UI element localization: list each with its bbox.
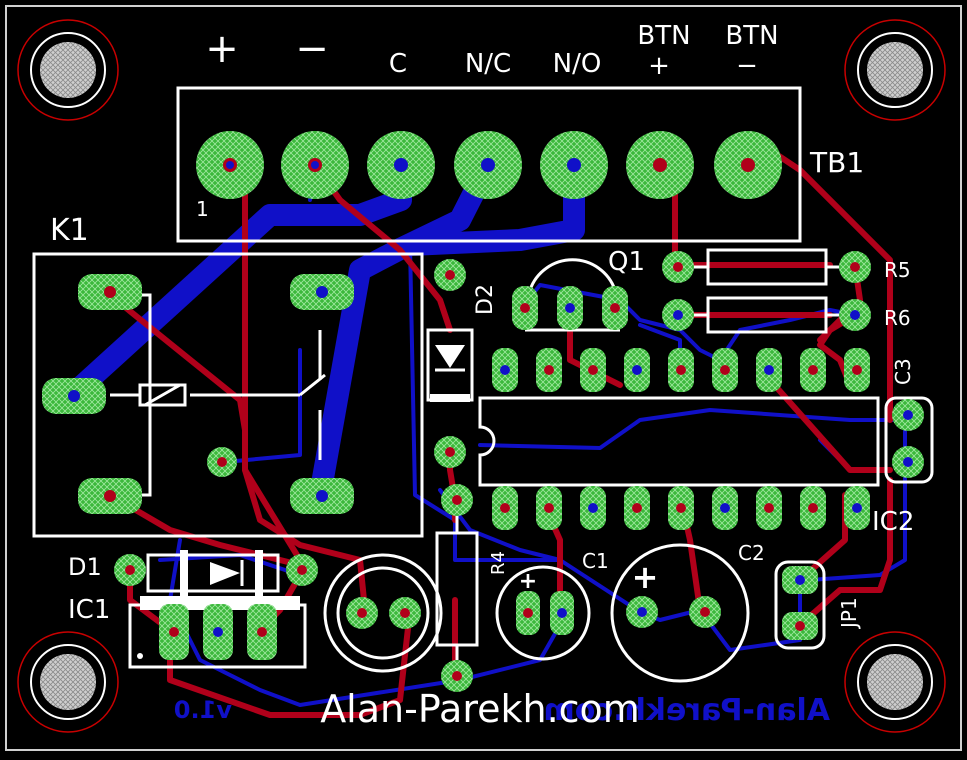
transistor-q1-designator: Q1: [608, 247, 645, 277]
resistor-r5-designator: R5: [884, 258, 911, 282]
transistor-q1: [512, 258, 628, 332]
diode-d1: [114, 550, 318, 596]
ic2-pin: [668, 348, 694, 392]
ic2-pin: [712, 348, 738, 392]
capacitor-c2-plus: +: [632, 558, 659, 596]
resistor-r6: [662, 296, 871, 334]
tb-label-btn-plus: BTN: [637, 21, 690, 51]
capacitor-c3: [884, 396, 934, 484]
resistor-r6-designator: R6: [884, 306, 911, 330]
relay-pads: [42, 274, 354, 514]
resistor-r4-designator: R4: [488, 551, 509, 575]
ic2-pin: [536, 348, 562, 392]
tb-label-nc: N/C: [465, 49, 511, 79]
tb-sublabel-plus: +: [648, 51, 670, 81]
ic2-pin: [756, 486, 782, 530]
tb-pin1-label: 1: [196, 197, 209, 221]
ic2-pin: [800, 348, 826, 392]
tb-label-plus: +: [205, 26, 239, 72]
relay-designator: K1: [50, 213, 89, 248]
mounting-holes: [17, 19, 946, 733]
capacitor-c2-designator: C2: [738, 541, 765, 565]
board-outline: [5, 5, 962, 751]
capacitor-c1: [495, 565, 591, 661]
tb-label-no: N/O: [553, 49, 602, 79]
capacitor-c1-designator: C1: [582, 549, 609, 573]
ic2-pin: [492, 486, 518, 530]
ic2-package: [478, 396, 880, 487]
ic2-pin: [668, 486, 694, 530]
capacitor-c3-designator: C3: [891, 358, 915, 385]
diode-d2-designator: D2: [473, 284, 498, 315]
terminal-block-outline: [176, 86, 802, 243]
tb-label-btn-minus: BTN: [725, 21, 778, 51]
ic2-pin: [492, 348, 518, 392]
ic2-designator: IC2: [872, 507, 914, 537]
ic2-pin: [580, 486, 606, 530]
capacitor-c2: [610, 543, 750, 683]
bottom-copper-traces: [61, 154, 907, 707]
ic2-pads: [492, 348, 870, 530]
ic2-pin: [536, 486, 562, 530]
jumper-jp1: [774, 560, 826, 650]
tb-label-minus: −: [295, 26, 329, 72]
bottom-mirrored-url: Alan-Parekh.com: [544, 693, 830, 728]
ic2-pin: [712, 486, 738, 530]
ic2-pin: [624, 486, 650, 530]
tb-label-c: C: [389, 49, 407, 79]
ic2-pin: [844, 486, 870, 530]
ic1-designator: IC1: [68, 595, 110, 625]
ic1-regulator: [128, 596, 307, 669]
diode-d1-designator: D1: [68, 553, 102, 581]
bottom-mirrored-version: v1.0: [174, 696, 232, 724]
ic2-pin: [624, 348, 650, 392]
ic2-pin: [844, 348, 870, 392]
jumper-jp1-designator: JP1: [837, 597, 861, 630]
tb-designator: TB1: [809, 146, 864, 179]
relay-outline: [32, 252, 424, 538]
ic2-pin: [580, 348, 606, 392]
resistor-r5: [662, 248, 871, 286]
diode-d2: [426, 259, 474, 468]
tb-sublabel-minus: −: [736, 51, 758, 81]
capacitor-c1-plus: +: [519, 569, 537, 594]
ic2-pin: [756, 348, 782, 392]
resistor-r4: [435, 484, 479, 692]
terminal-block-pads: [196, 131, 782, 199]
round-component: [323, 553, 443, 673]
board-url: Alan-Parekh.com: [320, 687, 640, 731]
ic2-pin: [800, 486, 826, 530]
